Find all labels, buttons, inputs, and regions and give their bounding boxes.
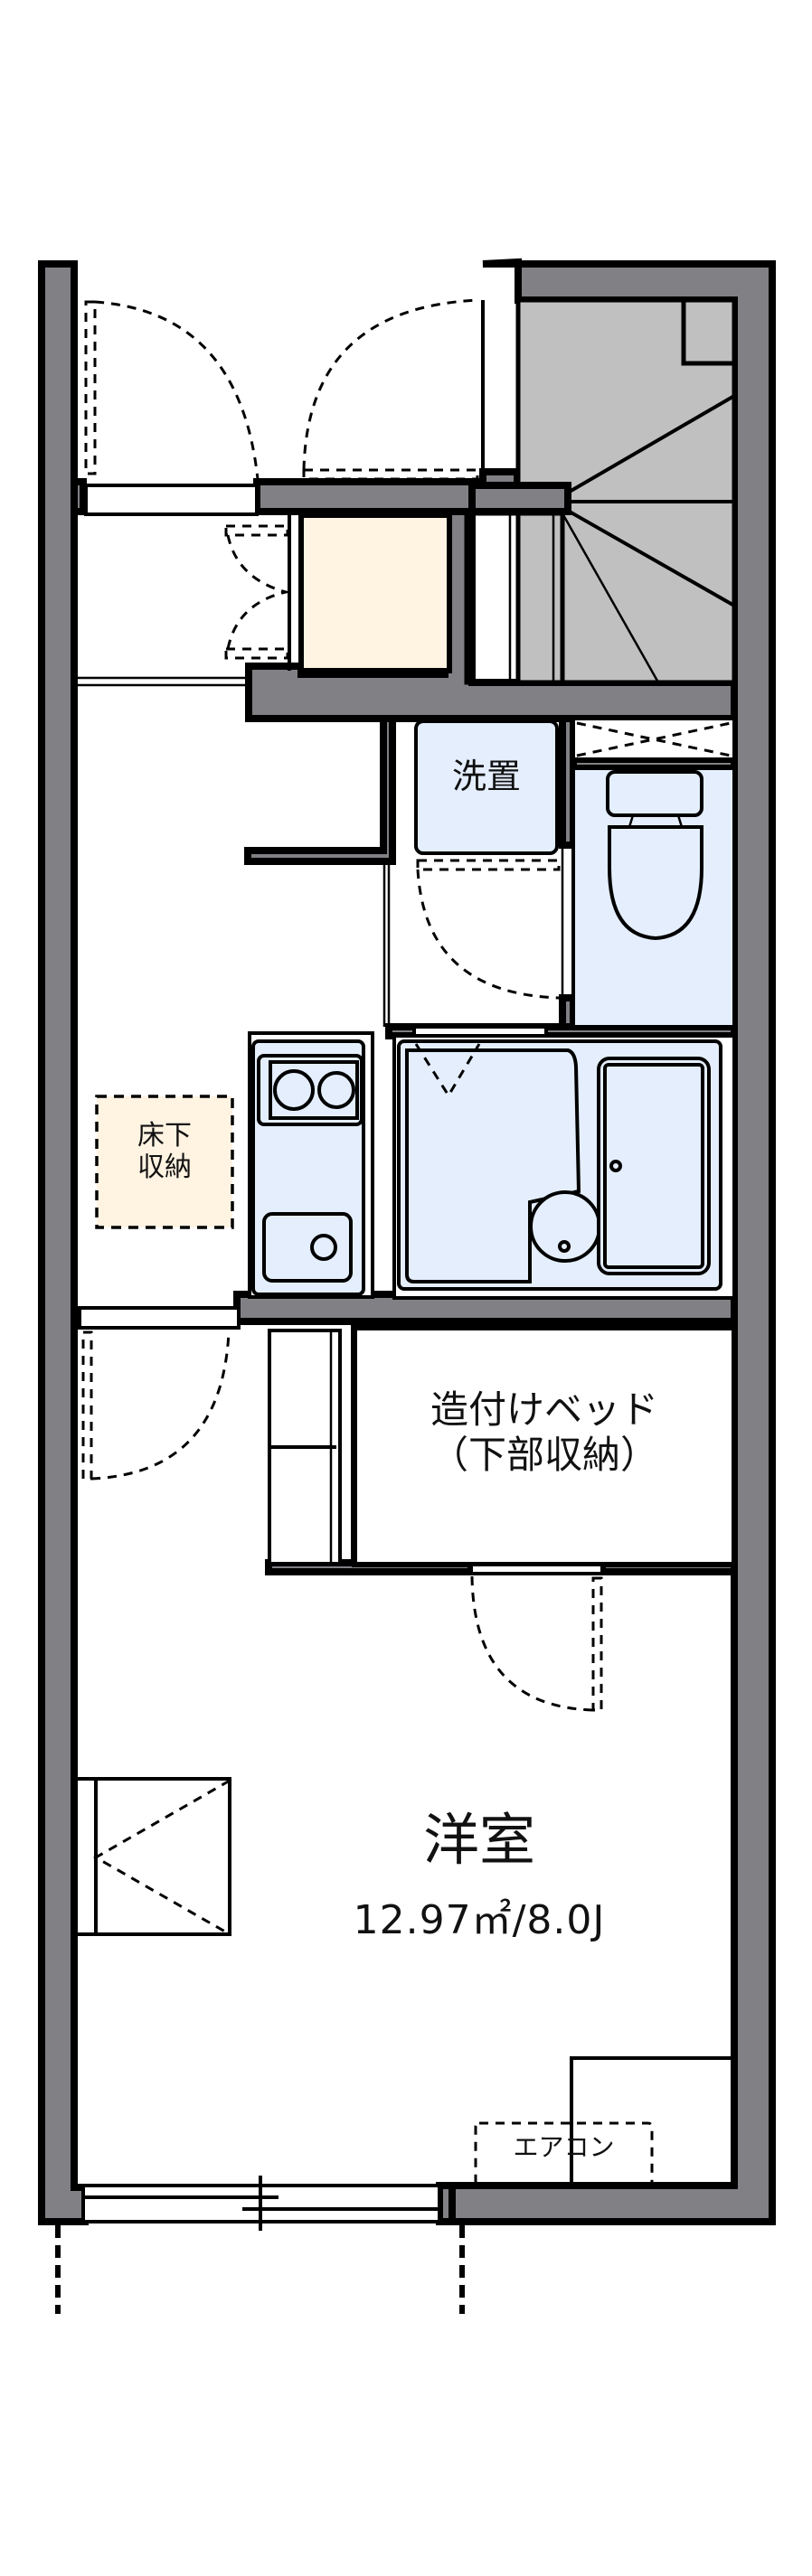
entrance-door-leaf-left [84,300,97,475]
air-conditioner-label: エアコン [513,2132,615,2162]
toilet-bowl[interactable] [608,825,703,941]
bed-door-leaf [591,1576,603,1712]
bath-floor [405,1048,581,1283]
western-room-label: 洋室 [422,1807,535,1873]
room-door-swing [90,1331,231,1481]
window-closet-box [74,1777,231,1936]
entrance-threshold [84,484,259,516]
western-room-area: 12.97㎡/8.0J [353,1897,606,1943]
bath-basin-drain [558,1240,571,1253]
entrance-door-leaf-right [302,468,479,481]
washroom-label: 洗置 [451,757,521,796]
hall-room-threshold [78,1306,241,1330]
ceiling-storage-cross [576,721,732,757]
bed-door-swing [470,1575,594,1712]
stair-landing-square [681,297,737,366]
stair-core-block [468,482,571,515]
bathtub-inner [603,1063,704,1269]
toilet-tank [606,770,703,817]
stair-treads [464,394,736,685]
bed-door-threshold [469,1563,604,1575]
sink[interactable] [262,1212,353,1283]
wash-door-swing [416,869,562,1000]
built-in-bed-box[interactable] [352,1325,737,1567]
entrance-door-swing-left [94,300,260,480]
air-conditioner-box [474,2121,654,2186]
closet-storage [298,512,452,673]
underfloor-storage-label: 床下 収納 [137,1120,192,1183]
entrance-wall-stub [71,478,87,515]
bath-door-fold [414,1043,481,1098]
burner-left[interactable] [273,1069,315,1111]
underfloor-storage-box [95,1095,234,1229]
wash-basin[interactable] [414,719,559,855]
bath-door-strip [412,1025,548,1038]
closet-door-leaf-top [224,524,289,537]
sink-drain [310,1234,337,1261]
ceiling-storage-x [571,717,736,761]
bottom-right-wall [436,2182,456,2225]
built-in-bed-label: 造付けベッド （下部収納） [430,1387,658,1478]
closet-door-leaf-bottom [224,647,289,660]
window-closet-fold [92,1779,231,1936]
wash-door-leaf [416,859,561,871]
bathtub-drain [609,1160,622,1172]
corner-box [570,2056,734,2186]
room-door-leaf [81,1330,93,1481]
entrance-door-swing-right [302,298,480,471]
hall-partition-wall [244,715,396,865]
closet-door-swing [226,534,291,650]
burner-right[interactable] [317,1071,355,1109]
